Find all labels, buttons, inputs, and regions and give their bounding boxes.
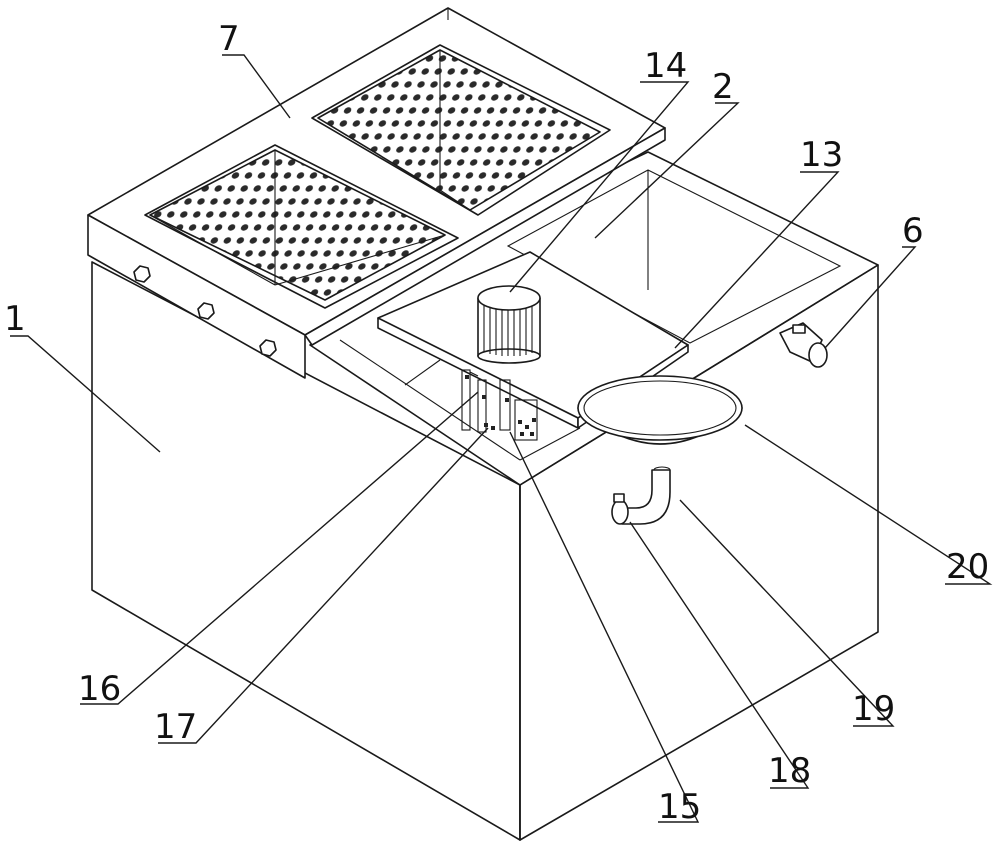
callout-16: 16 [78,669,121,709]
frame-bolts [133,265,277,357]
tank-body [91,261,879,841]
callout-15: 15 [658,787,701,827]
side-pipe [779,322,828,368]
callout-19: 19 [852,689,895,729]
funnel-assembly [577,375,743,525]
callout-14: 14 [644,46,687,86]
bolt-icon [197,302,215,320]
callout-18: 18 [768,751,811,791]
bolt-icon [133,265,151,283]
callout-13: 13 [800,135,843,175]
basket-frame [87,7,666,379]
callout-labels: 1 2 6 7 13 14 15 16 17 18 19 20 [4,19,989,827]
bolt-icon [259,339,277,357]
shaft-assembly [461,369,538,441]
callout-20: 20 [946,547,989,587]
frame-front-face [87,214,306,379]
callout-2: 2 [712,67,734,107]
perforated-basket-rear [311,44,611,216]
perforated-basket-front [144,144,459,309]
leader-lines [10,54,993,823]
callout-6: 6 [902,211,924,251]
callout-17: 17 [154,707,197,747]
callout-7: 7 [218,19,240,59]
callout-1: 1 [4,299,26,339]
motor [477,285,541,364]
frame-side-face [304,127,666,346]
